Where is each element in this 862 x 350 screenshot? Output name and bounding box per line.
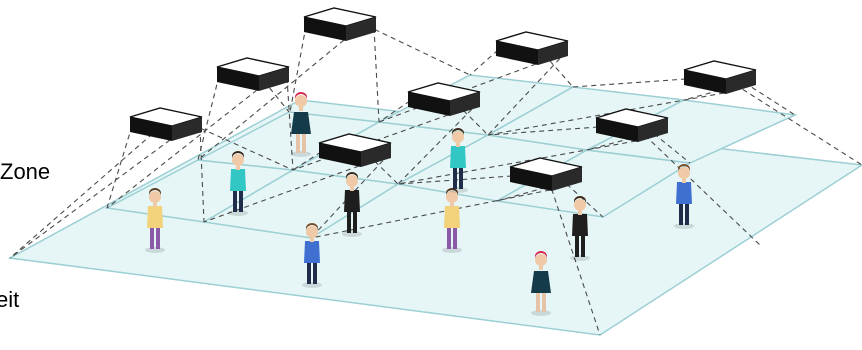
ceiling-sensor-icon	[303, 7, 377, 42]
person-icon	[531, 251, 551, 316]
person-icon	[145, 188, 165, 253]
coverage-line	[397, 140, 637, 185]
coverage-line	[713, 62, 796, 116]
person-icon	[291, 92, 311, 157]
coverage-line	[292, 151, 322, 171]
coverage-line	[203, 165, 360, 223]
people-layer	[145, 92, 694, 316]
coverage-line	[9, 139, 171, 259]
coverage-line	[487, 51, 567, 136]
coverage-line	[286, 77, 294, 171]
ceiling-sensor-icon	[495, 31, 569, 66]
coverage-line	[159, 109, 294, 171]
coverage-line	[333, 9, 471, 76]
coverage-line	[197, 75, 220, 161]
coverage-line	[199, 127, 205, 223]
ceiling-sensor-icon	[129, 107, 203, 142]
ceiling-sensor-icon	[683, 60, 757, 95]
person-icon	[228, 151, 248, 216]
coverage-line	[373, 27, 380, 123]
coverage-line	[378, 100, 411, 123]
ceiling-sensor-icon	[216, 57, 290, 92]
coverage-line	[572, 78, 687, 88]
coverage-line	[719, 74, 862, 166]
coverage-line	[469, 49, 499, 76]
width-label: eit	[0, 287, 20, 312]
coverage-line	[106, 89, 258, 209]
coverage-line	[289, 25, 307, 113]
person-icon	[302, 223, 322, 288]
coverage-line	[545, 171, 601, 336]
coverage-line	[487, 92, 725, 136]
person-icon	[342, 172, 362, 237]
coverage-line	[487, 126, 599, 136]
coverage-line	[631, 122, 761, 246]
coverage-line	[9, 121, 167, 259]
coverage-line	[197, 39, 345, 161]
coverage-line	[310, 189, 551, 239]
zone-label: Zone	[0, 159, 51, 184]
person-icon	[570, 196, 590, 261]
coverage-line	[397, 102, 479, 185]
person-icon	[442, 188, 462, 253]
person-icon	[674, 164, 694, 229]
person-icon	[448, 128, 468, 193]
